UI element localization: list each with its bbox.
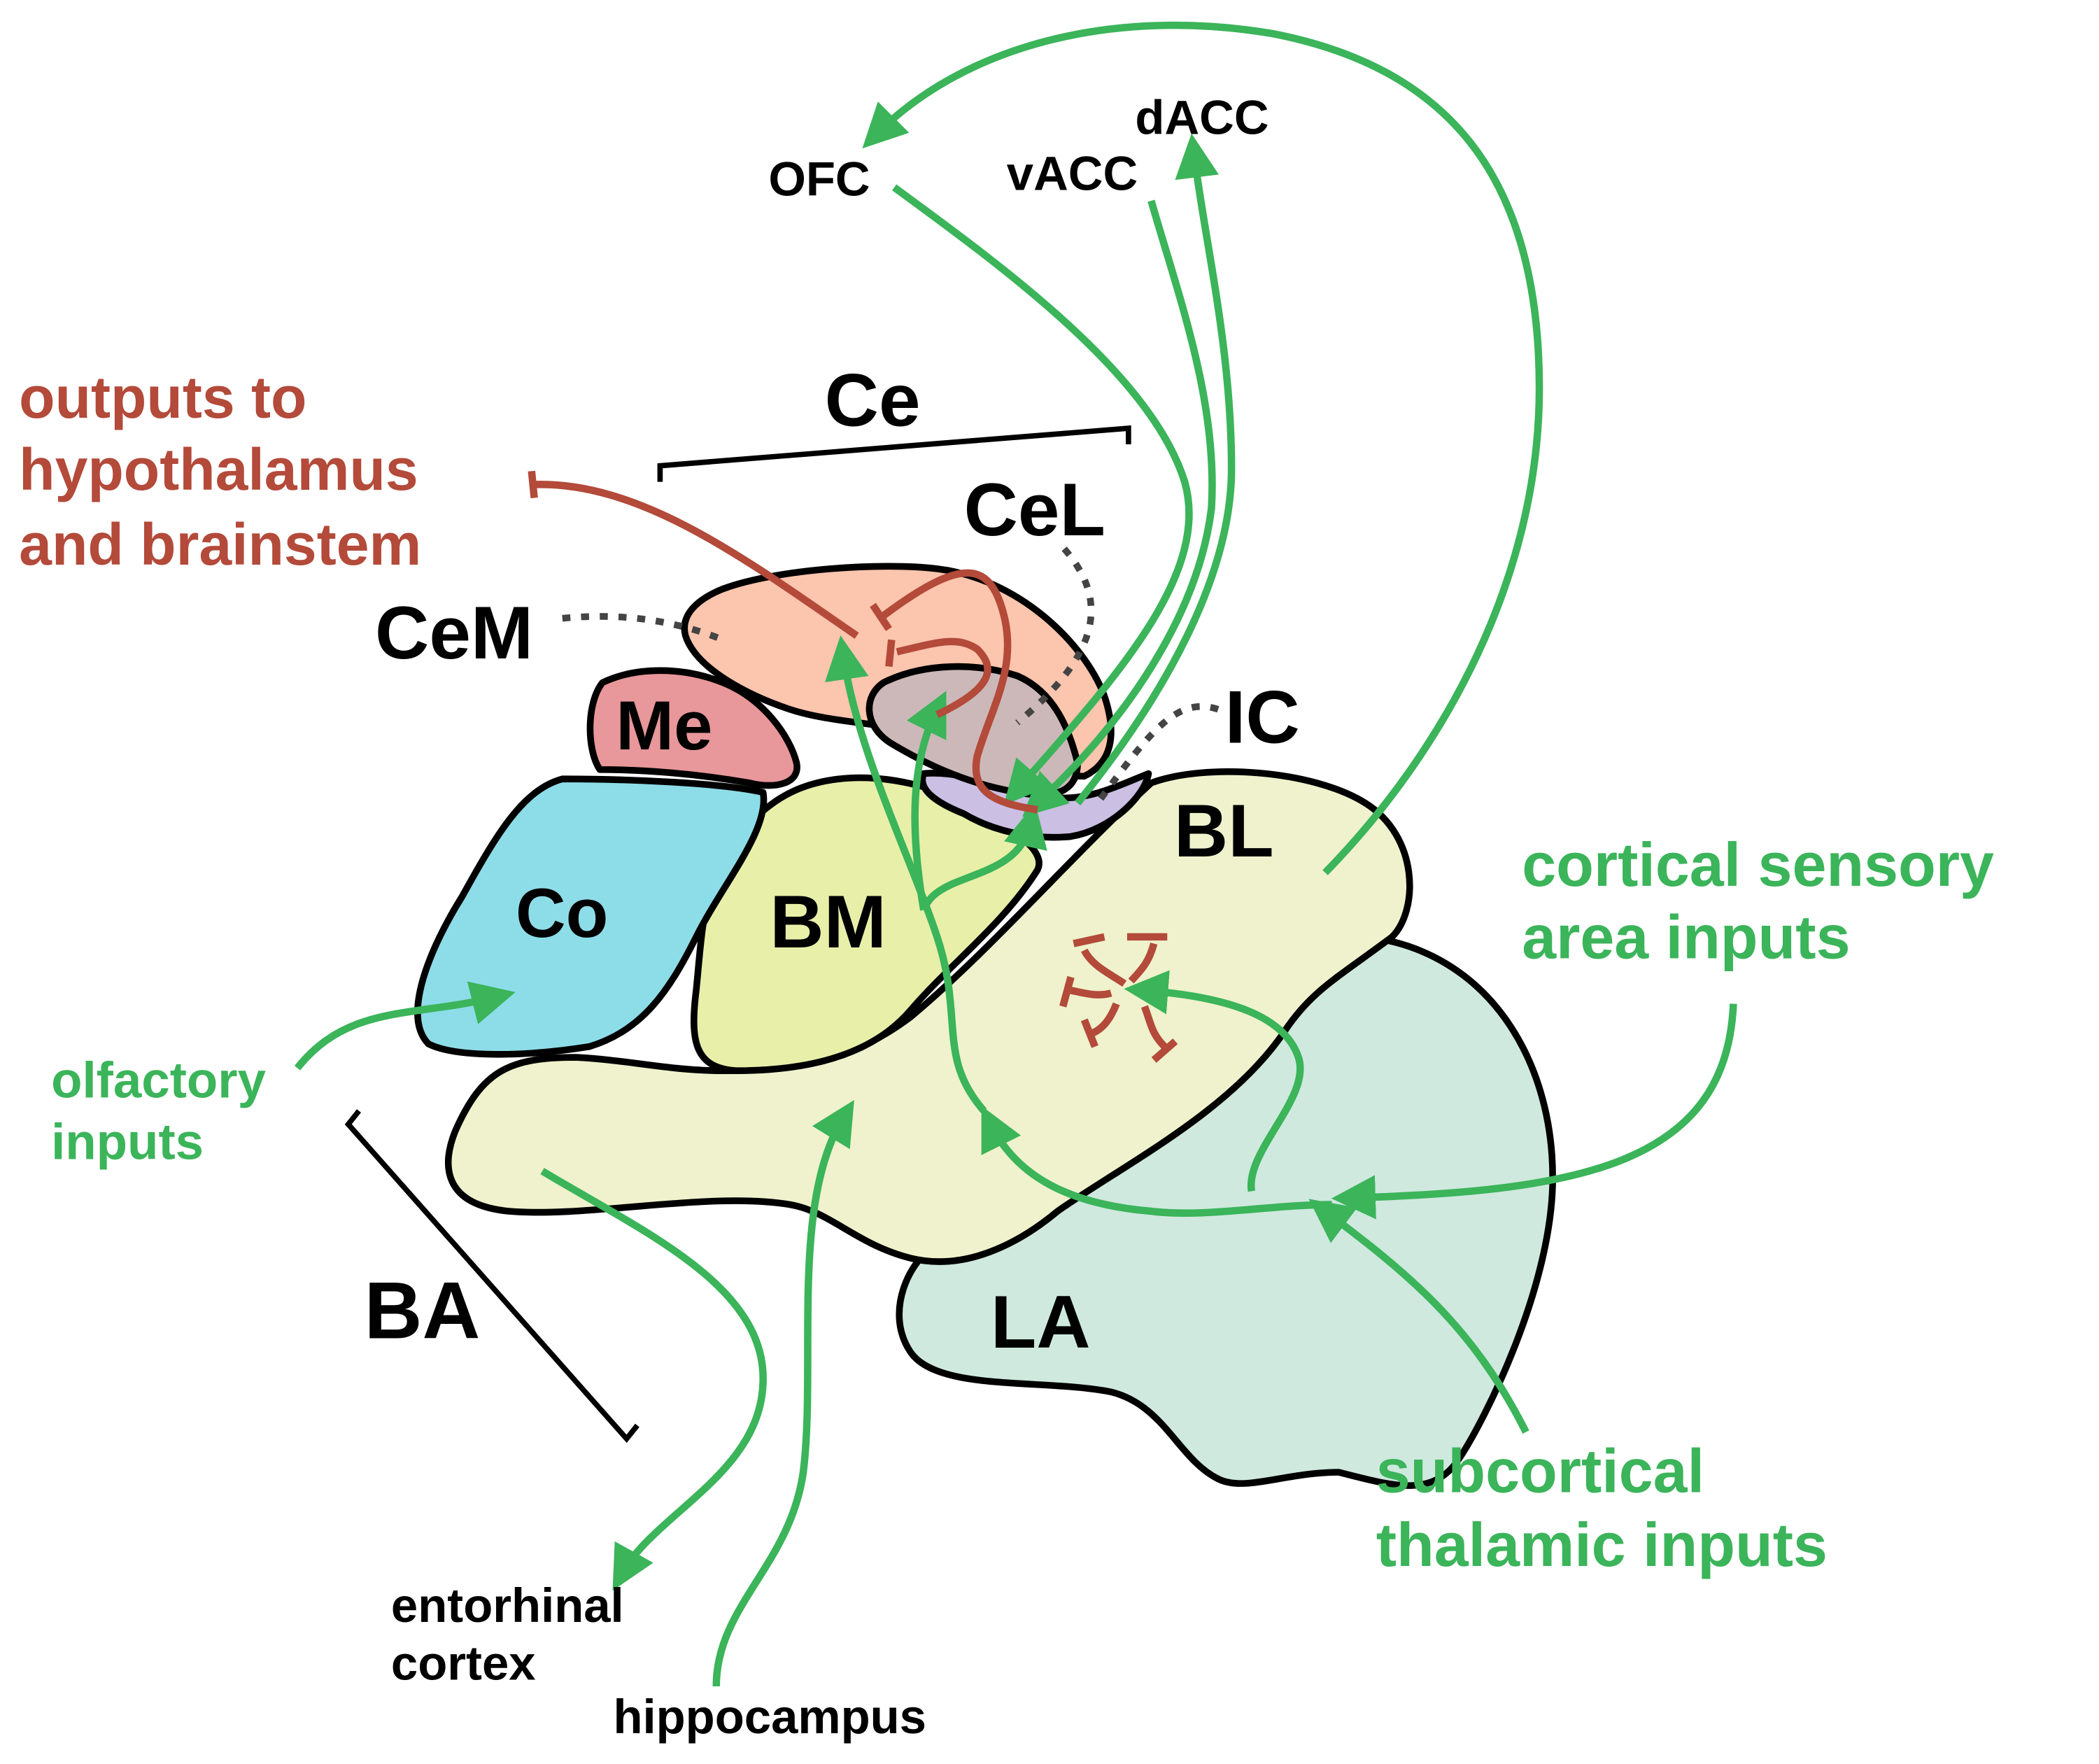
- label-olfactory-1: olfactory: [51, 1052, 266, 1108]
- inhibition-bar: [885, 639, 896, 668]
- label-subcortical-2: thalamic inputs: [1376, 1510, 1828, 1579]
- BA-bracket: [344, 1109, 639, 1444]
- label-CeM: CeM: [375, 591, 533, 675]
- label-cortical-2: area inputs: [1522, 903, 1850, 972]
- arrow-BM-to-IC: [920, 803, 1047, 912]
- inhibition-bar: [870, 602, 892, 631]
- label-BA: BA: [365, 1266, 481, 1356]
- CeM-leader: [562, 613, 725, 643]
- arrow-OFC-to-Ce: [892, 184, 1193, 805]
- arrow-cortical-to-LA: [1331, 1003, 1737, 1220]
- label-olfactory-2: inputs: [51, 1113, 204, 1170]
- inhibition-bar: [528, 470, 538, 499]
- arrow-LA-to-BL-intercalated: [1124, 970, 1304, 1192]
- inhibition-CeM-to-hypothalamus: [535, 481, 859, 639]
- label-Co: Co: [516, 875, 609, 952]
- label-vACC: vACC: [1007, 147, 1138, 201]
- label-IC: IC: [1225, 675, 1300, 759]
- arrow-BM-to-CeL: [907, 691, 947, 911]
- label-LA: LA: [991, 1280, 1091, 1364]
- label-hippocampus: hippocampus: [613, 1690, 926, 1744]
- label-cortical-1: cortical sensory: [1522, 830, 1994, 899]
- arrow-olfactory-to-Co: [294, 981, 516, 1071]
- arrow-LA-to-BL-center: [981, 1106, 1332, 1217]
- CeL-leader: [1015, 546, 1095, 726]
- inhibition-CeL-inner: [896, 637, 991, 719]
- region-Me: [586, 667, 800, 789]
- label-CeL: CeL: [964, 467, 1105, 551]
- arrow-hippocampus-to-BA: [712, 1100, 854, 1687]
- label-Ce: Ce: [825, 358, 921, 442]
- label-outputs-1: outputs to: [19, 365, 306, 430]
- label-Me: Me: [616, 687, 712, 765]
- label-BM: BM: [770, 880, 886, 964]
- label-outputs-2: hypothalamus: [19, 437, 418, 502]
- arrow-thalamic-to-CeM: [824, 635, 987, 1114]
- intercalated-inhibition-symbols: [1059, 933, 1178, 1063]
- arrow-subcortical-to-LA: [1308, 1199, 1529, 1434]
- arrow-BA-to-entorhinal: [540, 1168, 767, 1591]
- Ce-bracket: [657, 425, 1131, 482]
- label-subcortical-1: subcortical: [1376, 1437, 1704, 1506]
- arrow-vACC-to-Ce: [1022, 199, 1216, 817]
- label-entorhinal: entorhinal: [391, 1579, 624, 1632]
- arrow-Ce-to-dACC: [1075, 133, 1236, 805]
- arrow-BL-to-OFC: [862, 21, 1543, 875]
- label-BL: BL: [1174, 789, 1274, 873]
- inhibition-CeL-loop: [881, 569, 1038, 814]
- label-OFC: OFC: [768, 152, 870, 206]
- label-outputs-3: and brainstem: [19, 511, 421, 577]
- IC-leader: [1094, 703, 1220, 805]
- label-cortex: cortex: [391, 1636, 536, 1690]
- label-dACC: dACC: [1135, 90, 1268, 144]
